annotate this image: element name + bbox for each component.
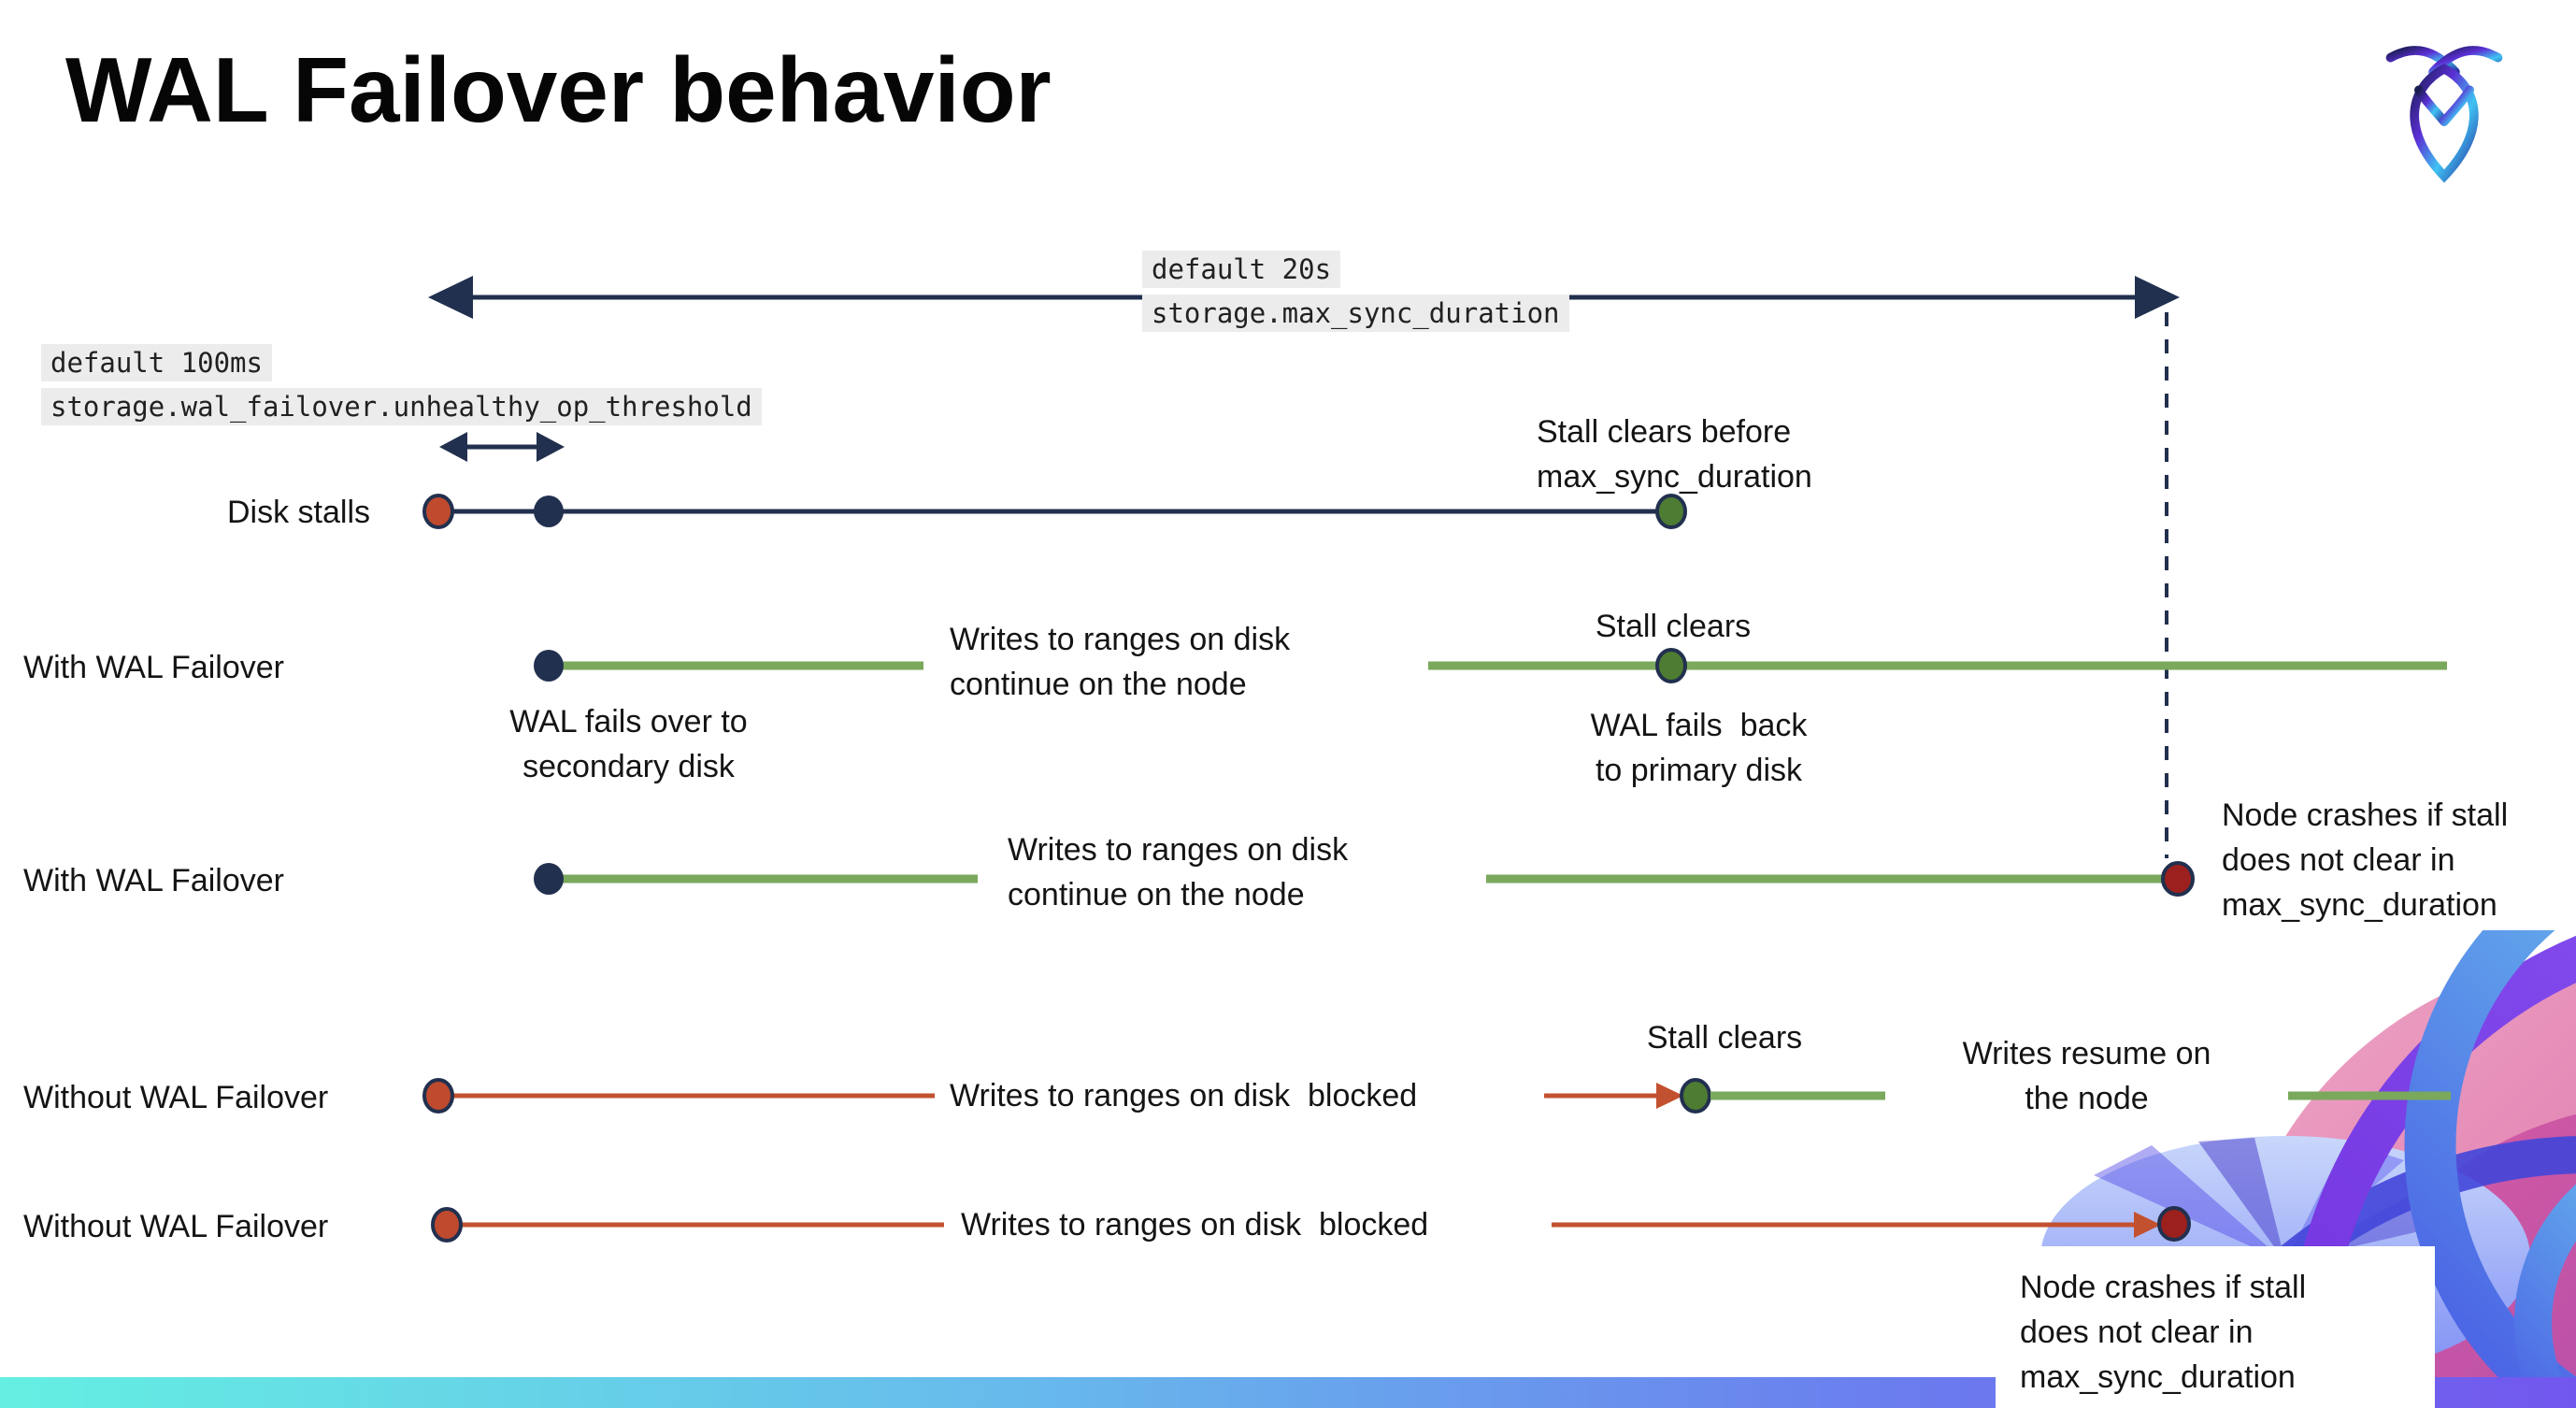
art-cyan-leg — [2514, 1184, 2576, 1408]
note-wal-fails-over: WAL fails over to secondary disk — [509, 704, 748, 784]
wal1-stall-clears-dot — [1655, 648, 1687, 683]
small-arrow-right-head-icon — [537, 432, 565, 462]
nowal1-stall-clears-dot — [1680, 1078, 1711, 1113]
note-wal-fails-back: WAL fails back to primary disk — [1590, 708, 1808, 788]
note-node-crashes-1: Node crashes if stall does not clear in … — [2222, 797, 2509, 923]
row-label-without-wal-1: Without WAL Failover — [23, 1080, 329, 1115]
row-label-disk-stalls: Disk stalls — [227, 495, 371, 530]
wal2-node-crash-dot — [2161, 861, 2195, 897]
arrow-left-head-icon — [428, 276, 473, 319]
wal1-failover-dot — [534, 650, 564, 682]
note-node-crashes-2: Node crashes if stall does not clear in … — [2020, 1270, 2307, 1395]
stall-clears-dot — [1655, 494, 1687, 529]
nowal1-arrow-head-icon — [1656, 1083, 1683, 1109]
threshold-reached-dot — [534, 496, 564, 527]
row-label-without-wal-2: Without WAL Failover — [23, 1209, 329, 1244]
art-cyan-leg — [2404, 930, 2576, 1408]
page-title: WAL Failover behavior — [65, 38, 1052, 141]
note-writes-blocked-1: Writes to ranges on disk blocked — [950, 1078, 1418, 1113]
note-writes-resume: Writes resume on the node — [1962, 1036, 2211, 1116]
note-stall-clears-2: Stall clears — [1646, 1020, 1803, 1056]
row-label-with-wal-1: With WAL Failover — [23, 650, 284, 685]
setting-default-value: default 100ms — [41, 344, 272, 381]
nowal1-stall-start-dot — [422, 1078, 454, 1113]
note-writes-continue-2: Writes to ranges on disk continue on the… — [1008, 832, 1349, 912]
art-fan-wedge — [2198, 1138, 2285, 1262]
note-writes-continue-1: Writes to ranges on disk continue on the… — [950, 622, 1291, 702]
cockroach-logo-icon — [2385, 46, 2503, 183]
nowal2-arrow-head-icon — [2134, 1212, 2161, 1238]
disk-stall-start-dot — [422, 494, 454, 529]
note-stall-clears-before: Stall clears before max_sync_duration — [1537, 414, 1812, 495]
unhealthy-op-threshold-label: default 100ms storage.wal_failover.unhea… — [41, 344, 762, 425]
art-fan-wedge — [2094, 1145, 2285, 1262]
row-label-with-wal-2: With WAL Failover — [23, 863, 284, 898]
arrow-right-head-icon — [2135, 276, 2180, 319]
setting-name: storage.max_sync_duration — [1142, 295, 1569, 332]
nowal2-stall-start-dot — [431, 1207, 463, 1243]
wal2-failover-dot — [534, 863, 564, 895]
max-sync-duration-label: default 20s storage.max_sync_duration — [1142, 251, 1569, 332]
note-stall-clears-1: Stall clears — [1595, 609, 1752, 644]
note-writes-blocked-2: Writes to ranges on disk blocked — [961, 1207, 1429, 1243]
setting-default-value: default 20s — [1142, 251, 1341, 288]
crash-note-box: Node crashes if stall does not clear in … — [1996, 1246, 2435, 1408]
nowal2-node-crash-dot — [2157, 1206, 2191, 1242]
setting-name: storage.wal_failover.unhealthy_op_thresh… — [41, 388, 762, 425]
small-arrow-left-head-icon — [439, 432, 467, 462]
